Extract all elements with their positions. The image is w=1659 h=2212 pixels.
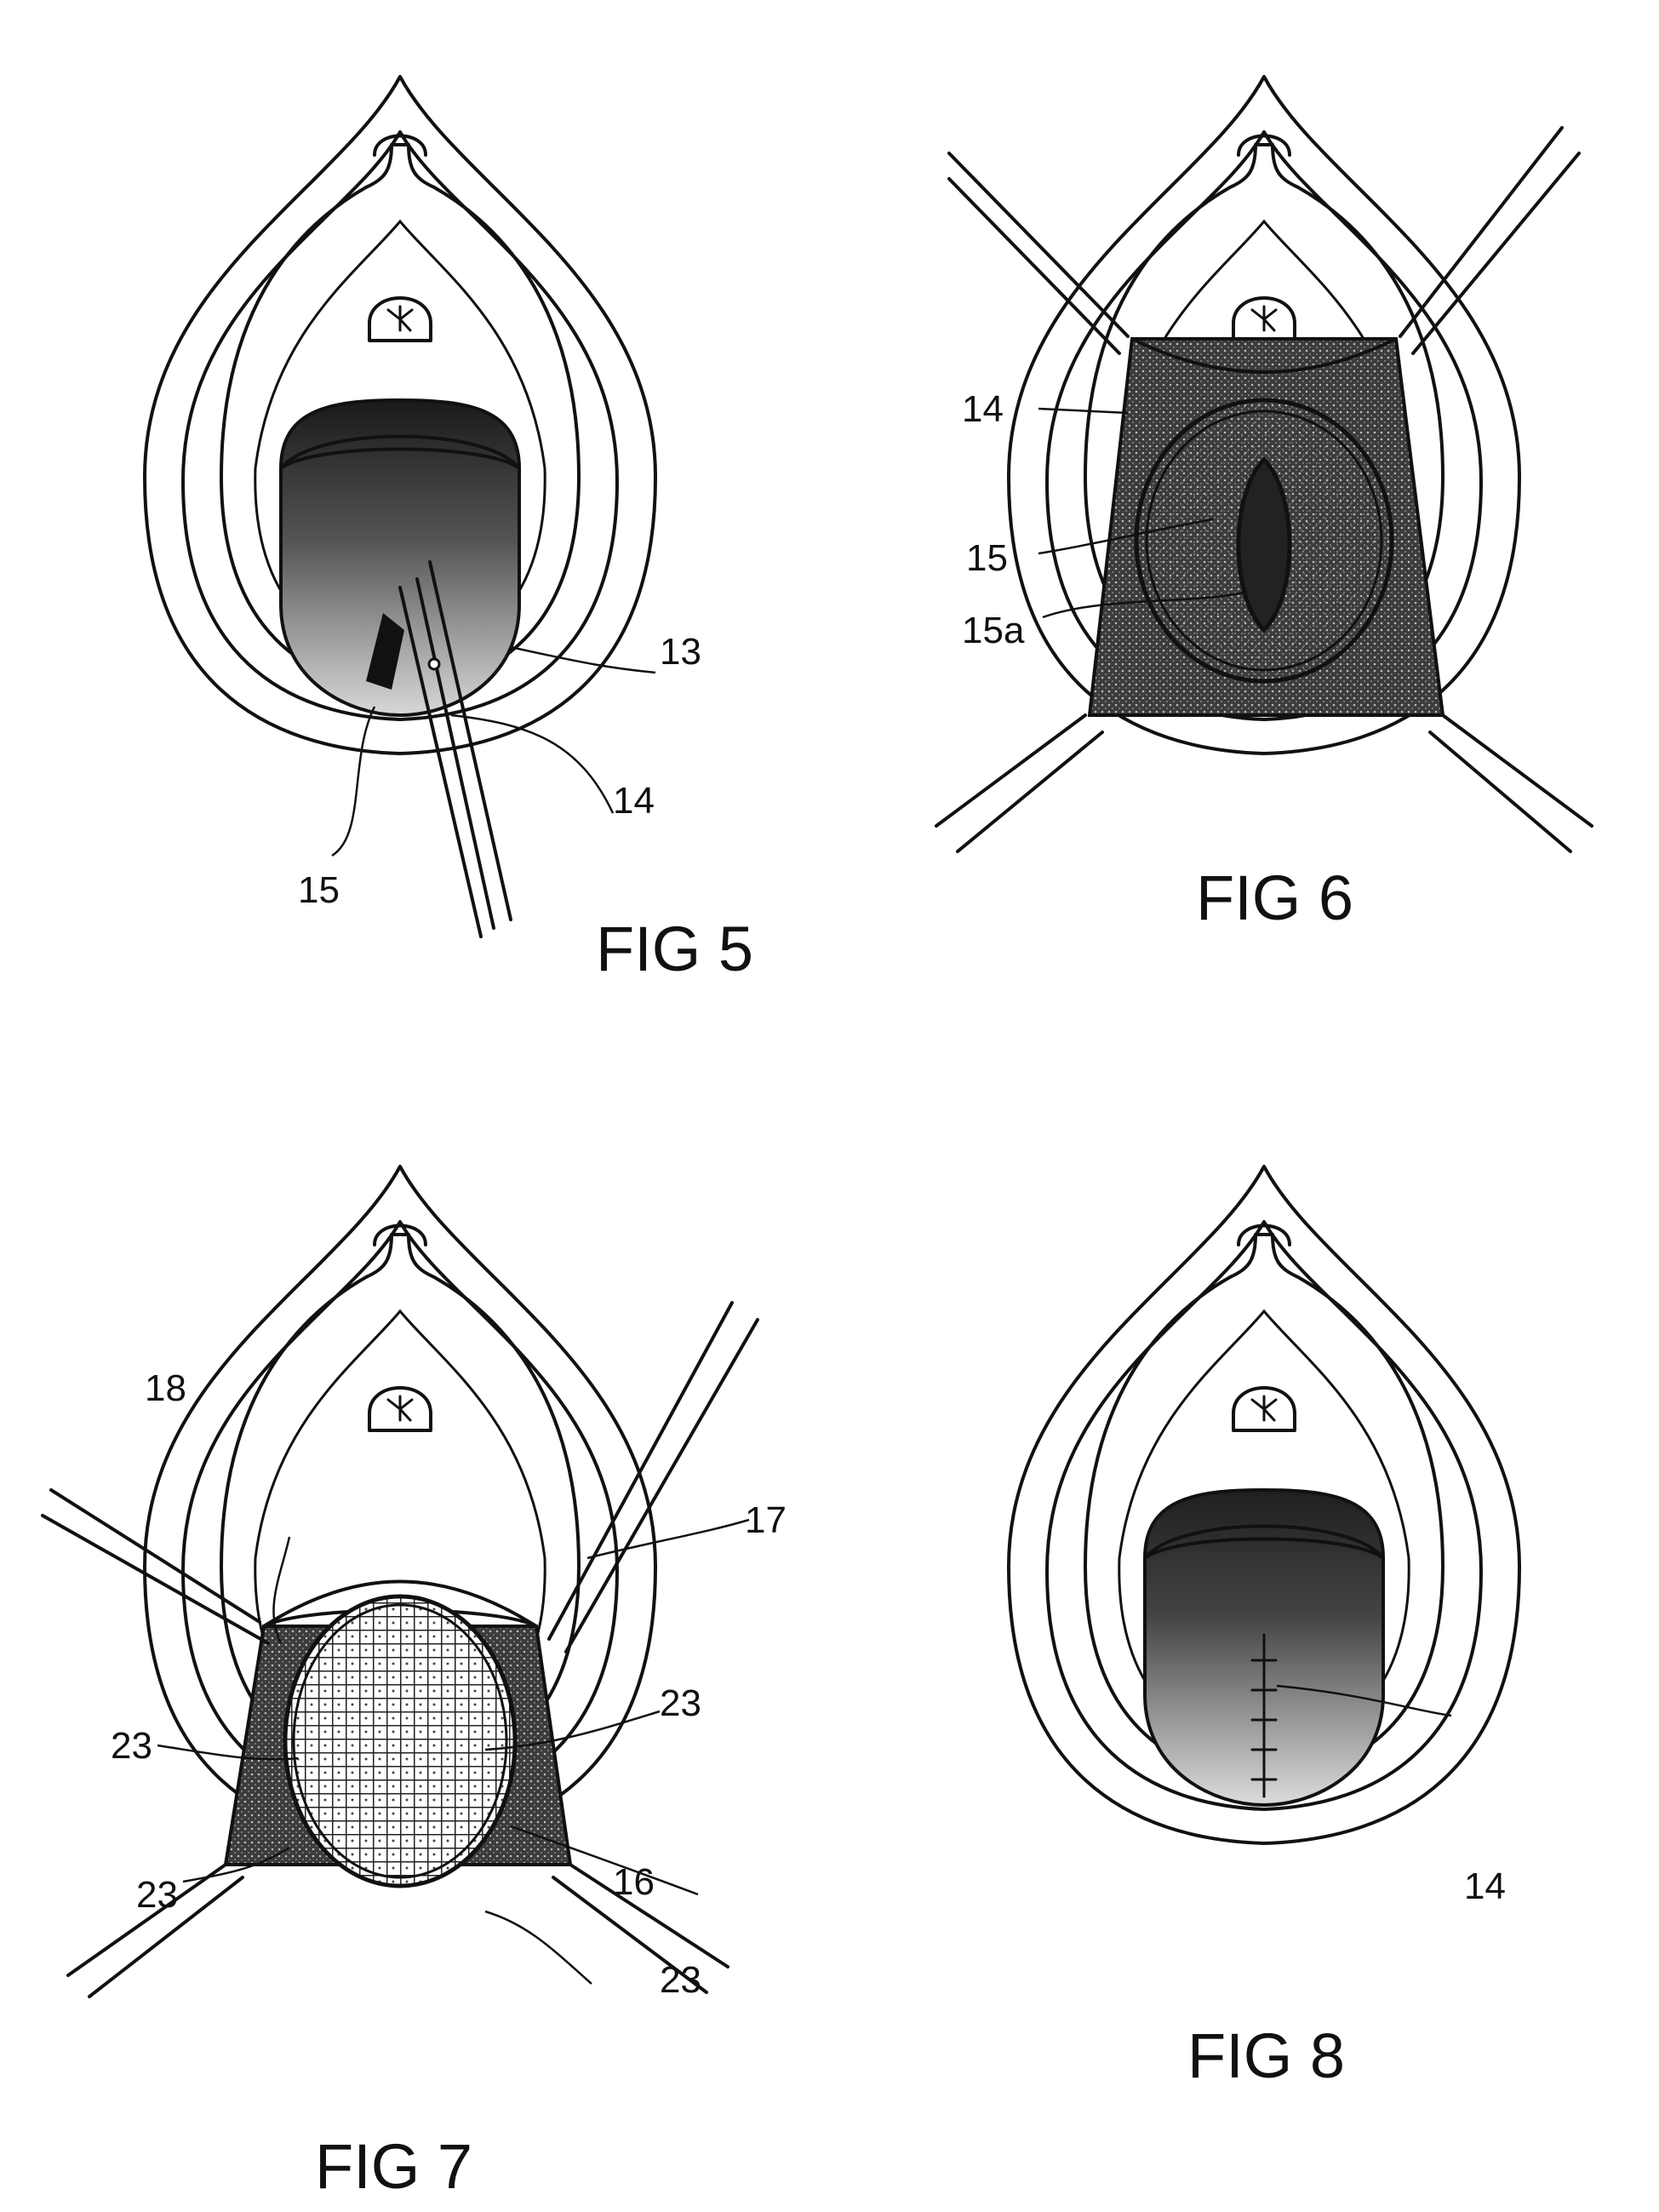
label-15: 15	[298, 869, 340, 911]
label-23: 23	[660, 1682, 701, 1724]
figure-8	[1007, 1165, 1521, 1845]
label-14: 14	[962, 388, 1004, 430]
caption-fig-7: FIG 7	[315, 2131, 472, 2202]
label-15: 15	[966, 537, 1008, 579]
label-14: 14	[613, 780, 655, 822]
caption-fig-5: FIG 5	[596, 914, 753, 984]
mesh-implant	[283, 1594, 518, 1888]
figure-7	[41, 1165, 759, 1998]
suture-line	[1250, 1633, 1278, 1798]
caption-fig-6: FIG 6	[1196, 862, 1353, 933]
scissors	[398, 560, 512, 938]
opening-15a	[1236, 456, 1292, 633]
label-18: 18	[145, 1367, 186, 1409]
label-23: 23	[660, 1959, 701, 2001]
label-17: 17	[745, 1499, 787, 1541]
label-23: 23	[136, 1874, 178, 1916]
label-23: 23	[111, 1725, 152, 1767]
figure-5	[143, 75, 657, 938]
label-15a: 15a	[962, 610, 1025, 651]
figure-6	[935, 75, 1593, 853]
caption-fig-8: FIG 8	[1187, 2020, 1345, 2091]
dissection-pocket	[366, 613, 404, 690]
label-16: 16	[613, 1861, 655, 1903]
label-13: 13	[660, 631, 701, 673]
label-14: 14	[1464, 1865, 1506, 1907]
